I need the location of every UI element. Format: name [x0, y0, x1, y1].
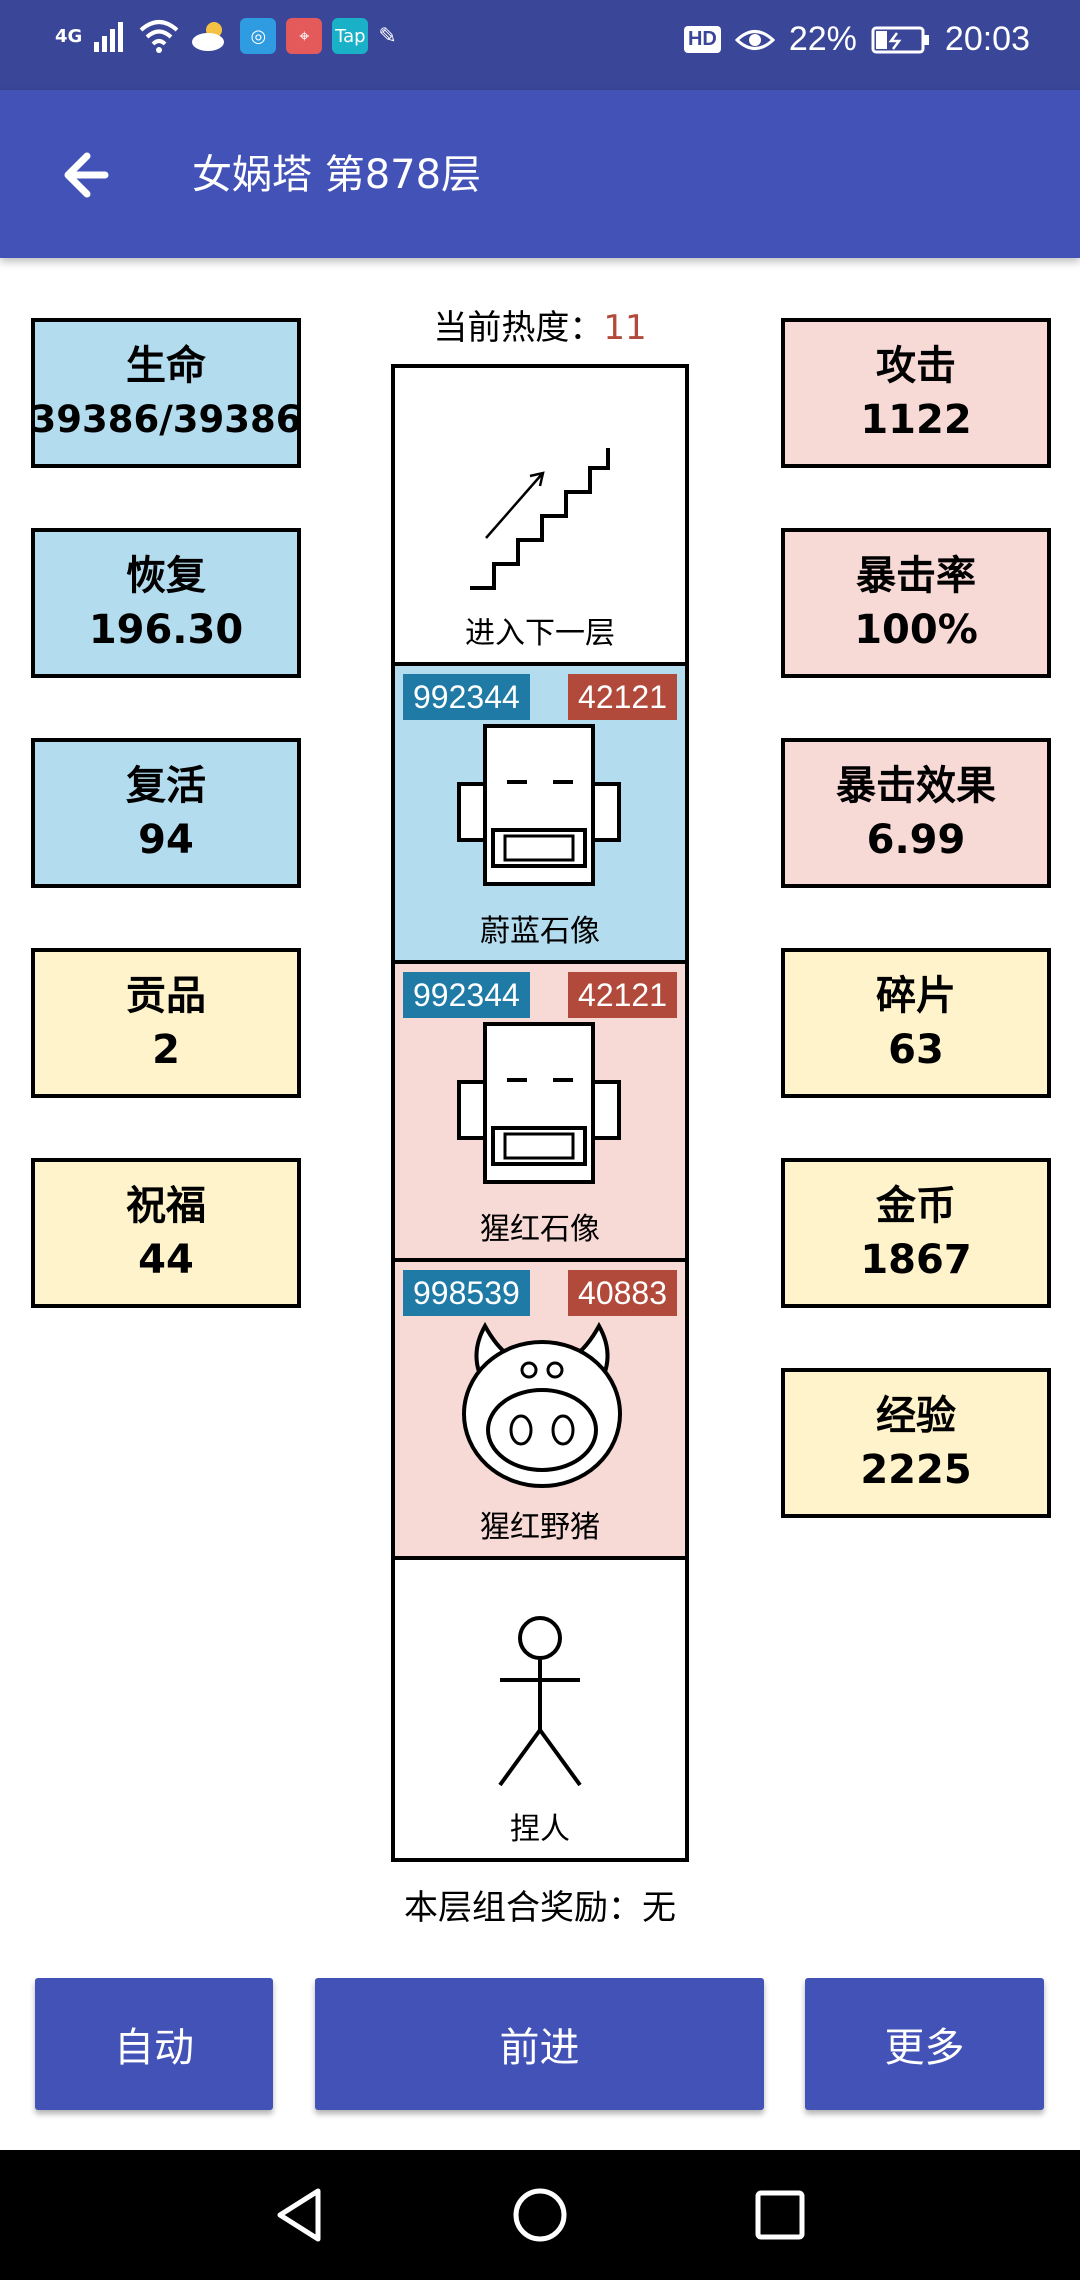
boar-icon [462, 1321, 622, 1488]
nav-back-icon[interactable] [270, 2185, 330, 2245]
stat-value: 1867 [860, 1237, 972, 1283]
signal-icon [94, 22, 124, 52]
floor-reward-text: 本层组合奖励：无 [404, 1888, 676, 1928]
stat-value: 44 [138, 1237, 194, 1283]
status-icons-right: HD 22% 20:03 [683, 20, 1030, 59]
stat-label: 恢复 [126, 553, 206, 599]
stat-card-gold: 金币 1867 [781, 1158, 1051, 1308]
network-type: 4G [55, 25, 83, 47]
stick-figure-icon [498, 1616, 582, 1787]
more-button[interactable]: 更多 [805, 1978, 1044, 2110]
weather-icon [192, 22, 225, 51]
page-title: 女娲塔 第878层 [192, 152, 482, 198]
system-nav-bar [0, 2150, 1080, 2280]
stat-value: 196.30 [88, 607, 244, 653]
back-arrow-icon[interactable] [55, 140, 125, 210]
statue-icon [457, 724, 621, 886]
tower-column: 进入下一层 992344 42121 蔚蓝石像 992344 42121 猩 [391, 364, 689, 1862]
enemy-hp-badge: 992344 [403, 674, 530, 720]
stat-value: 2225 [860, 1447, 972, 1493]
stat-label: 攻击 [876, 343, 956, 389]
forward-button[interactable]: 前进 [315, 1978, 764, 2110]
stat-value: 63 [888, 1027, 944, 1073]
heat-label: 当前热度： [433, 308, 604, 348]
stat-label: 碎片 [876, 973, 956, 1019]
stat-label: 祝福 [126, 1183, 206, 1229]
stat-label: 复活 [126, 763, 206, 809]
stat-card-crit-effect: 暴击效果 6.99 [781, 738, 1051, 888]
stat-card-exp: 经验 2225 [781, 1368, 1051, 1518]
stat-card-crit-rate: 暴击率 100% [781, 528, 1051, 678]
nav-recents-icon[interactable] [750, 2185, 810, 2245]
stat-value: 1122 [860, 397, 972, 443]
stat-label: 暴击率 [856, 553, 976, 599]
enemy-hp-badge: 998539 [403, 1270, 530, 1316]
stat-value: 2 [152, 1027, 180, 1073]
auto-button[interactable]: 自动 [35, 1978, 273, 2110]
eye-icon [734, 29, 775, 50]
enemy-attack-badge: 42121 [568, 972, 677, 1018]
nav-home-icon[interactable] [510, 2185, 570, 2245]
app-icon-map: ⌖ [286, 18, 323, 54]
hd-badge: HD [683, 26, 721, 53]
heat-indicator: 当前热度：11 [392, 300, 688, 349]
battery-percent: 22% [788, 20, 857, 58]
cell-caption: 猩红石像 [480, 1212, 600, 1247]
stat-label: 生命 [126, 343, 206, 389]
stat-label: 经验 [876, 1393, 956, 1439]
clock: 20:03 [944, 20, 1030, 58]
app-bar: 女娲塔 第878层 [0, 90, 1080, 258]
stairs-icon [470, 448, 610, 590]
battery-icon [871, 26, 929, 53]
tower-cell-scarlet-statue[interactable]: 992344 42121 猩红石像 [395, 964, 685, 1262]
stat-card-offering: 贡品 2 [31, 948, 301, 1098]
stat-value: 94 [138, 817, 194, 863]
cell-caption: 蔚蓝石像 [480, 914, 600, 949]
stat-value: 6.99 [866, 817, 966, 863]
app-icon-script: ✎ [378, 23, 397, 49]
app-icon-tap: Tap [332, 18, 369, 54]
stat-value: 100% [854, 607, 978, 653]
tower-cell-player[interactable]: 捏人 [395, 1560, 685, 1858]
enemy-attack-badge: 40883 [568, 1270, 677, 1316]
stat-card-shards: 碎片 63 [781, 948, 1051, 1098]
stat-label: 金币 [876, 1183, 956, 1229]
cell-caption: 进入下一层 [465, 616, 615, 651]
wifi-icon [139, 20, 179, 53]
enemy-attack-badge: 42121 [568, 674, 677, 720]
cell-caption: 捏人 [510, 1812, 570, 1847]
cell-caption: 猩红野猪 [480, 1510, 600, 1545]
tower-cell-scarlet-boar[interactable]: 998539 40883 猩红野猪 [395, 1262, 685, 1560]
stat-value: 39386/39386 [30, 398, 302, 441]
stat-card-hp: 生命 39386/39386 [31, 318, 301, 468]
status-icons-left: 4G ◎ ⌖ Tap ✎ [55, 18, 397, 54]
app-icon-circle: ◎ [240, 18, 277, 54]
tower-cell-next-floor[interactable]: 进入下一层 [395, 368, 685, 666]
tower-cell-azure-statue[interactable]: 992344 42121 蔚蓝石像 [395, 666, 685, 964]
stat-label: 贡品 [126, 973, 206, 1019]
heat-value: 11 [603, 308, 647, 348]
enemy-hp-badge: 992344 [403, 972, 530, 1018]
stat-card-blessing: 祝福 44 [31, 1158, 301, 1308]
stat-label: 暴击效果 [836, 763, 996, 809]
stat-card-revive: 复活 94 [31, 738, 301, 888]
statue-icon [457, 1022, 621, 1184]
status-bar: 4G ◎ ⌖ Tap ✎ HD 22% [0, 0, 1080, 90]
stat-card-recovery: 恢复 196.30 [31, 528, 301, 678]
stat-card-attack: 攻击 1122 [781, 318, 1051, 468]
